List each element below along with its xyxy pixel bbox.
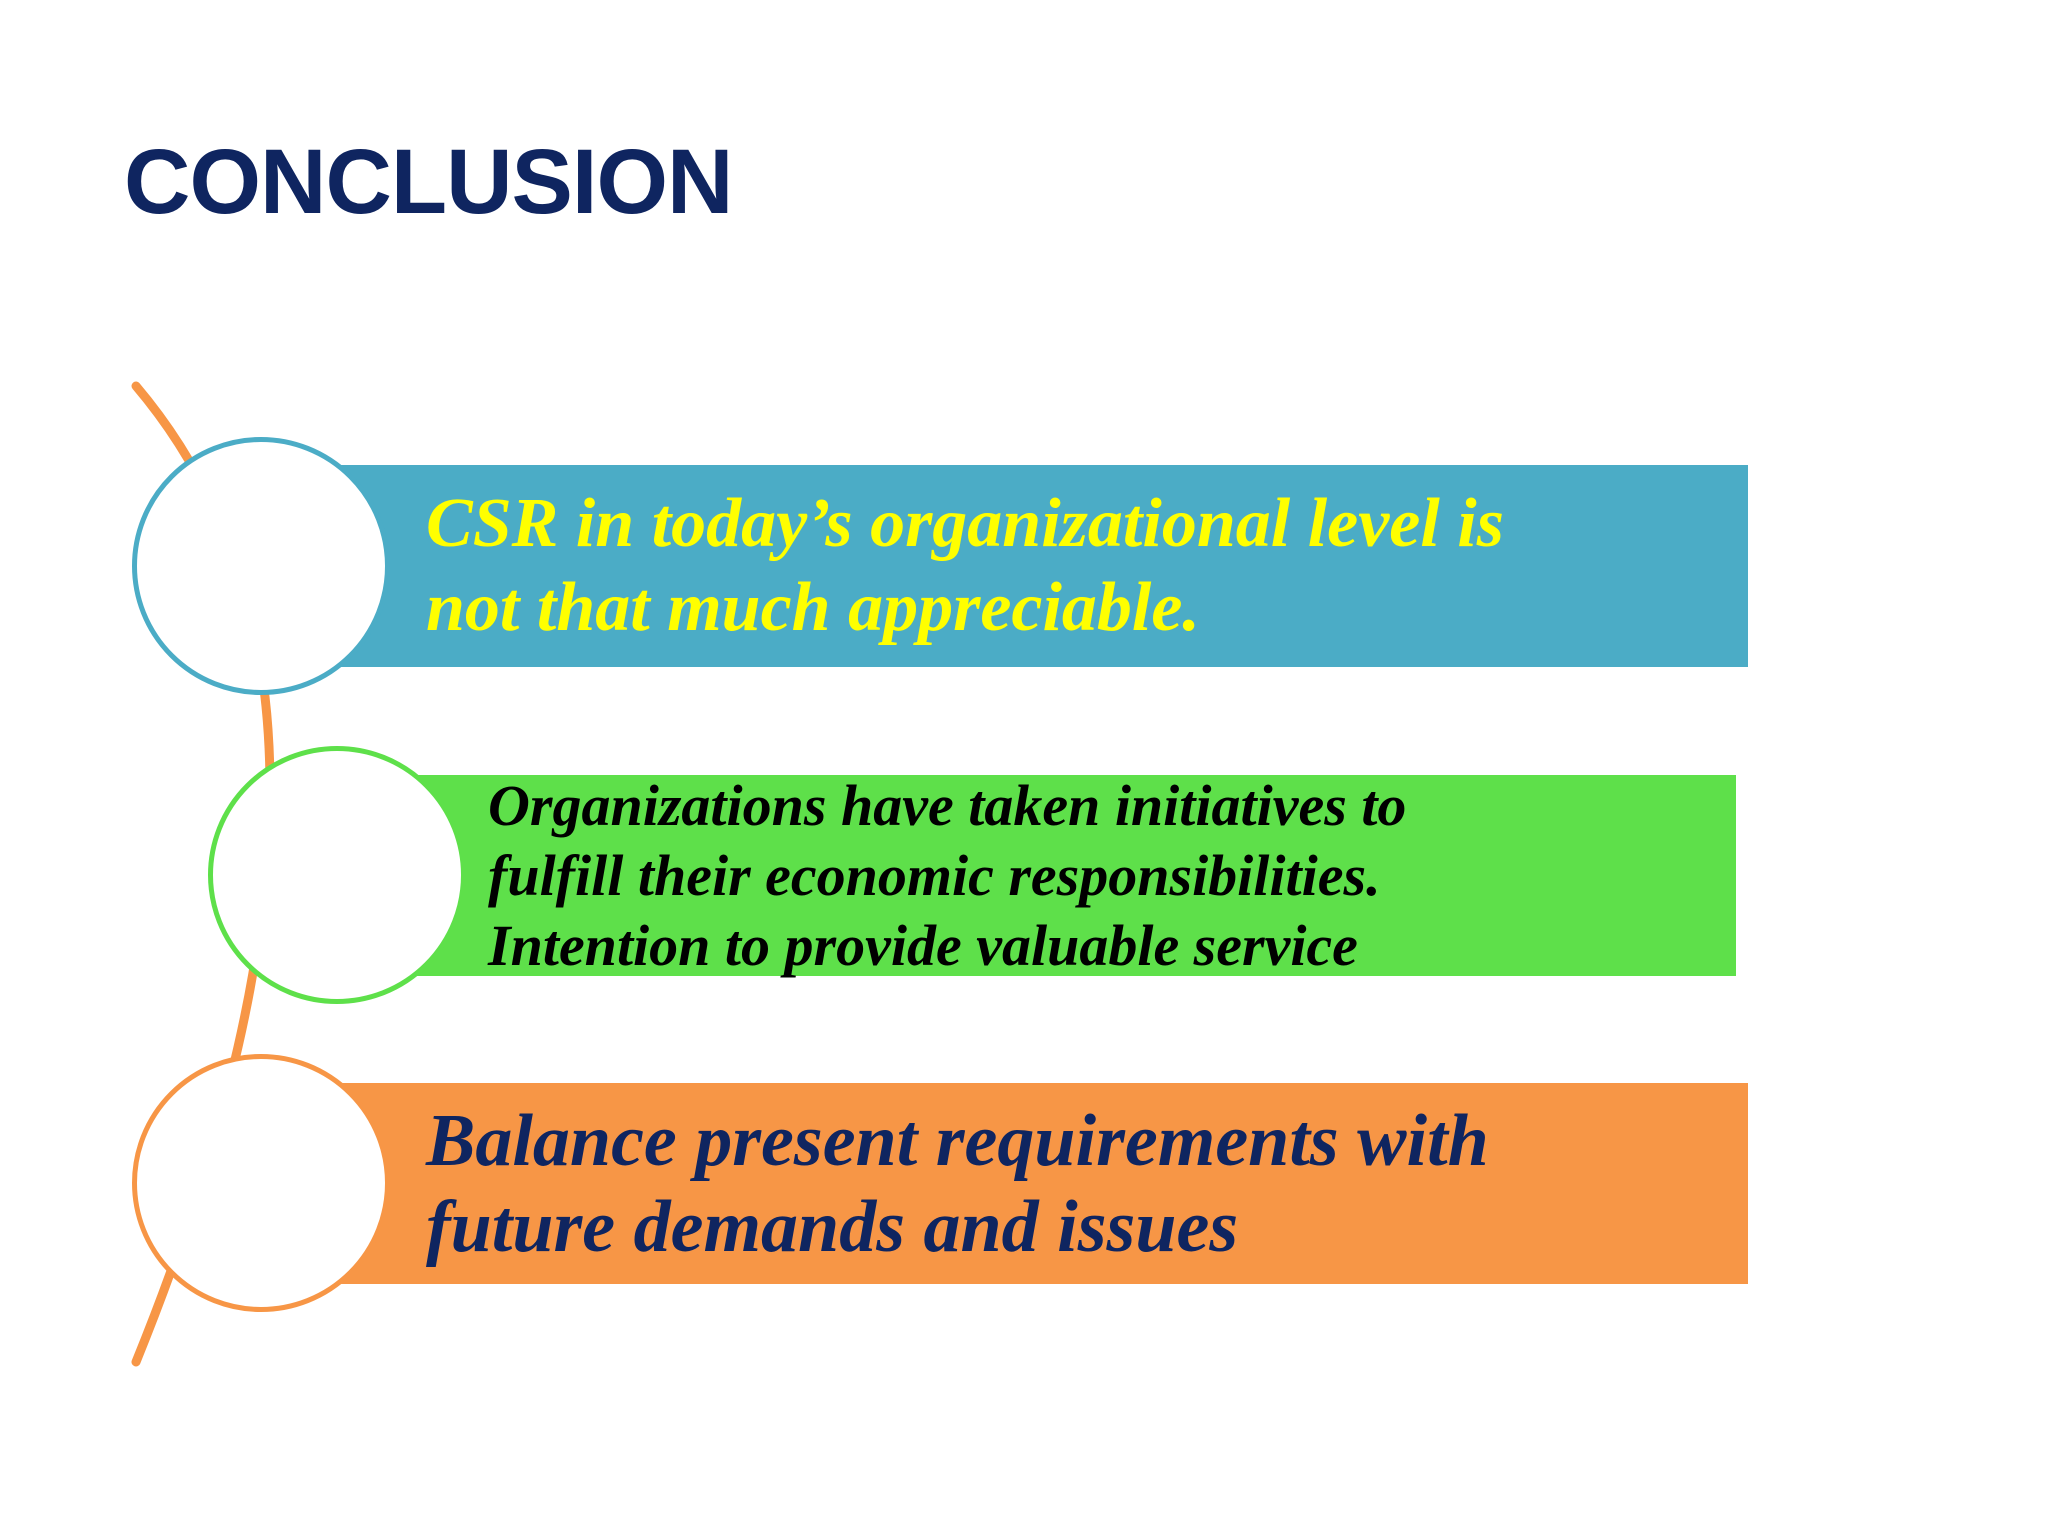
slide-title: CONCLUSION (124, 131, 733, 233)
bullet-circle-3 (132, 1054, 390, 1312)
conclusion-bar-1: CSR in today’s organizational level is n… (330, 465, 1748, 667)
bullet-circle-2 (208, 746, 466, 1004)
conclusion-bar-3: Balance present requirements with future… (330, 1083, 1748, 1284)
conclusion-text-2: Organizations have taken initiatives to … (488, 772, 1407, 978)
conclusion-text-1: CSR in today’s organizational level is n… (426, 485, 1504, 646)
bullet-circle-1 (132, 437, 390, 695)
conclusion-text-3: Balance present requirements with future… (426, 1099, 1489, 1268)
conclusion-bar-2: Organizations have taken initiatives to … (400, 773, 1736, 978)
